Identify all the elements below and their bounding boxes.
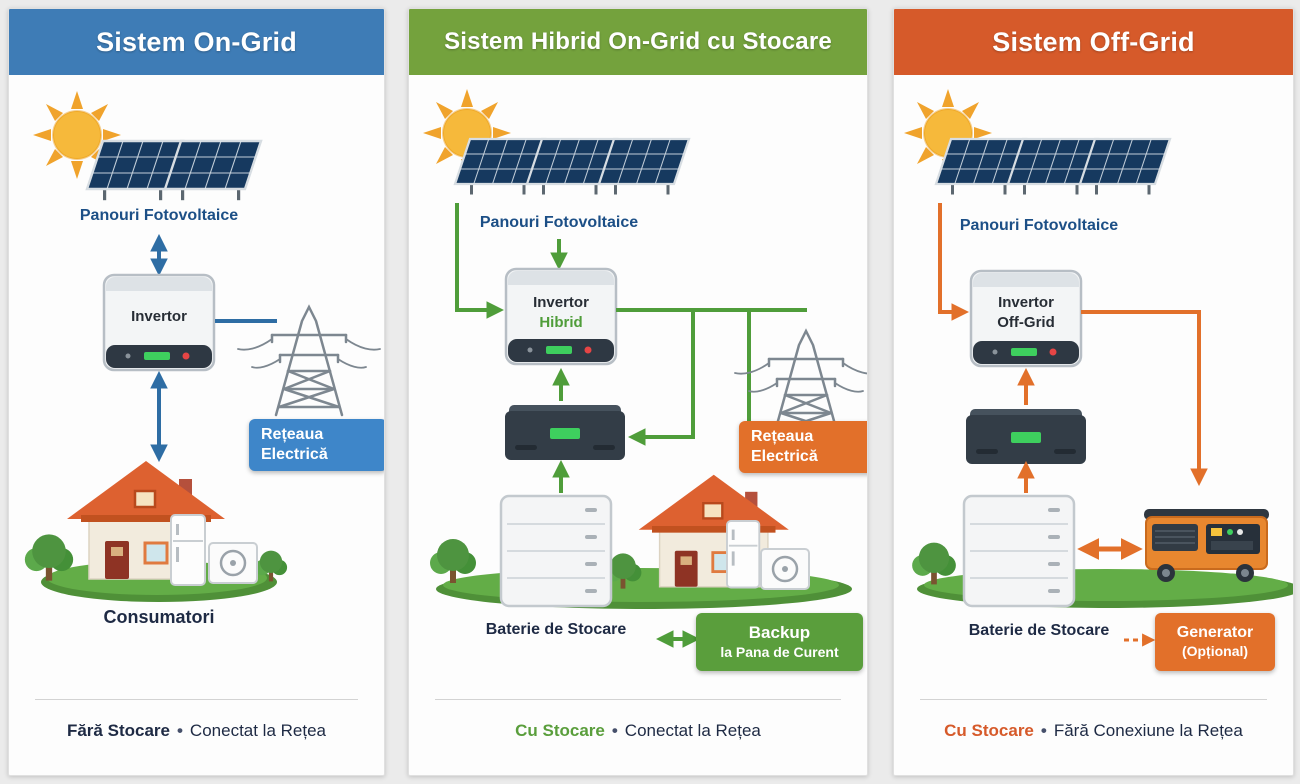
hybrid-illustration	[422, 88, 867, 648]
footer-highlight: Cu Stocare	[515, 721, 605, 740]
on-grid-header: Sistem On-Grid	[9, 9, 384, 75]
footer-rest: Conectat la Rețea	[624, 721, 761, 740]
grid-badge-line2: Electrică	[261, 446, 328, 463]
solar-panel-icon	[934, 137, 1028, 196]
footer-rest: Conectat la Rețea	[189, 721, 327, 740]
footer-separator: •	[611, 721, 618, 740]
inverter-label: Invertor Hibrid	[506, 293, 616, 332]
on-grid-illustration	[24, 90, 382, 602]
grid-badge-line1: Rețeaua	[751, 427, 814, 445]
hybrid-footer: Cu Stocare • Conectat la Rețea	[409, 721, 867, 741]
generator-badge-line1: Generator	[1176, 623, 1254, 641]
inverter-label-line2: Hibrid	[539, 313, 583, 331]
off-grid-header: Sistem Off-Grid	[894, 9, 1293, 75]
pv-left-feed-arrow	[455, 203, 505, 319]
solar-panel-icon	[525, 137, 619, 196]
inverter-label: Invertor	[104, 307, 214, 327]
battery-cabinet-icon	[962, 494, 1076, 608]
pv-panels-label: Panouri Fotovoltaice	[959, 217, 1119, 234]
battery-cabinet-icon	[499, 494, 613, 608]
on-grid-footer: Fără Stocare • Conectat la Rețea	[9, 721, 384, 741]
pv-panels-label: Panouri Fotovoltaice	[479, 214, 639, 231]
panel-on-grid: Sistem On-Grid Panouri Fotovolt	[8, 8, 385, 776]
grid-badge-line2: Electrică	[751, 448, 818, 465]
generator-badge-line2: (Opțional)	[1181, 643, 1249, 660]
footer-highlight: Fără Stocare	[66, 721, 170, 740]
inverter-label-line2: Off-Grid	[997, 313, 1055, 331]
footer-rest: Fără Conexiune la Rețea	[1053, 721, 1243, 740]
generator-badge: Generator (Opțional)	[1155, 613, 1275, 671]
battery-module-icon	[505, 405, 625, 460]
panel-off-grid: Sistem Off-Grid P	[893, 8, 1294, 776]
tree-icon	[430, 539, 476, 583]
solar-panel-icon	[1078, 137, 1172, 196]
footer-divider	[35, 699, 358, 700]
hybrid-title: Sistem Hibrid On-Grid cu Stocare	[444, 28, 832, 55]
hybrid-header: Sistem Hibrid On-Grid cu Stocare	[409, 9, 867, 75]
footer-separator: •	[1040, 721, 1047, 740]
inverter-label: Invertor Off-Grid	[971, 293, 1081, 332]
footer-highlight: Cu Stocare	[944, 721, 1034, 740]
fridge-icon	[726, 520, 761, 589]
power-tower-icon	[236, 305, 382, 417]
fridge-icon	[170, 514, 206, 586]
panel-hybrid-on-grid: Sistem Hibrid On-Grid cu Stocare	[408, 8, 868, 776]
battery-storage-label: Baterie de Stocare	[968, 622, 1110, 639]
inverter-to-generator-arrow	[1081, 310, 1208, 487]
consumers-label: Consumatori	[103, 607, 215, 627]
pv-panels-label: Panouri Fotovoltaice	[79, 207, 239, 224]
off-grid-footer: Cu Stocare • Fără Conexiune la Rețea	[894, 721, 1293, 741]
on-grid-title: Sistem On-Grid	[96, 26, 297, 57]
grid-network-badge: Rețeaua Electrică	[249, 419, 384, 471]
backup-badge-line2: la Pana de Curent	[720, 643, 839, 660]
solar-panel-icon	[163, 139, 263, 202]
ac-unit-icon	[207, 541, 259, 585]
solar-panel-icon	[453, 137, 547, 196]
pv-to-inverter-arrow	[938, 203, 970, 321]
ac-unit-icon	[759, 547, 811, 591]
grid-network-badge: Rețeaua Electrică	[739, 421, 867, 473]
battery-module-icon	[966, 409, 1086, 464]
solar-panel-icon	[85, 139, 185, 202]
inverter-label-line1: Invertor	[998, 294, 1054, 311]
backup-badge: Backup la Pana de Curent	[696, 613, 863, 671]
footer-divider	[435, 699, 841, 700]
footer-separator: •	[176, 721, 183, 740]
footer-divider	[920, 699, 1267, 700]
grid-badge-line1: Rețeaua	[261, 425, 324, 443]
backup-badge-line1: Backup	[748, 623, 811, 643]
solar-panel-icon	[1006, 137, 1100, 196]
solar-panel-icon	[597, 137, 691, 196]
generator-icon	[1143, 508, 1270, 583]
inverter-label-line1: Invertor	[533, 294, 589, 311]
off-grid-title: Sistem Off-Grid	[992, 26, 1195, 57]
inverter-label-line1: Invertor	[131, 308, 187, 325]
off-grid-illustration	[903, 88, 1293, 647]
grid-to-battery-arrow	[627, 310, 695, 446]
battery-storage-label: Baterie de Stocare	[485, 621, 627, 638]
